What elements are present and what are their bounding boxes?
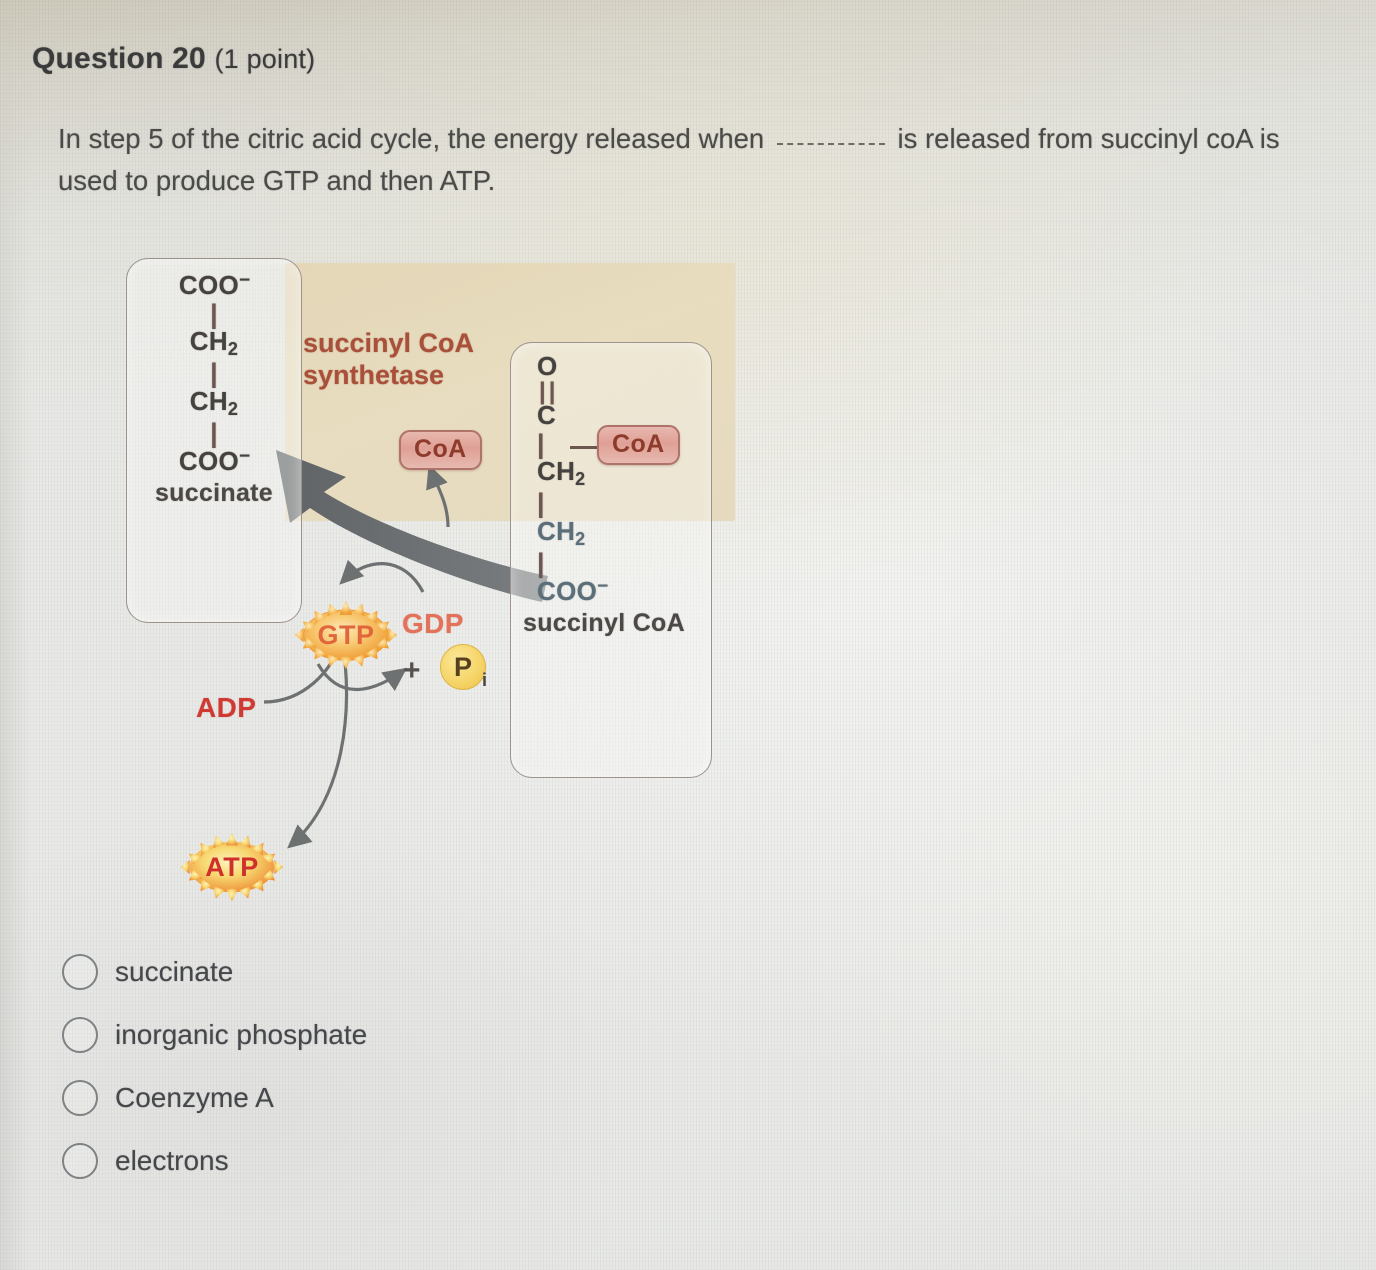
bond-line: |: [537, 547, 545, 578]
succinate-ch2-1: CH2: [189, 326, 239, 359]
succinyl-coa-molecule-box: O || C | CH2 | CH2 | COO− succinyl CoA: [510, 342, 712, 778]
succinate-ch2-2: CH2: [189, 385, 239, 419]
phosphate-label: P: [453, 651, 472, 682]
bond-line: |: [537, 488, 545, 519]
answer-option-label[interactable]: Coenzyme A: [115, 1081, 274, 1113]
question-number: Question 20: [32, 42, 206, 75]
answer-option-inorganic-phosphate[interactable]: inorganic phosphate: [62, 1003, 762, 1066]
enzyme-name-line1: succinyl CoA: [303, 328, 475, 358]
succinate-name-label: succinate: [154, 478, 274, 507]
succinyl-coa-structure: O || C | CH2 | CH2 | COO− succinyl CoA: [511, 343, 711, 636]
succinate-coo-bottom: COO−: [178, 446, 250, 477]
starburst-shape-icon: [180, 832, 284, 902]
question-heading: Question 20 (1 point): [32, 42, 315, 76]
bond-line: |: [210, 417, 218, 448]
bond-line: |: [537, 428, 545, 459]
phosphate-subscript-label: i: [482, 670, 488, 690]
starburst-shape-icon: [294, 600, 398, 670]
radio-button-inorganic-phosphate[interactable]: [62, 1016, 98, 1053]
succinyl-coa-coo: COO−: [537, 576, 608, 607]
succinyl-coa-oxygen: O: [537, 351, 558, 381]
answer-option-coenzyme-a[interactable]: Coenzyme A: [62, 1066, 762, 1129]
succinate-structure: COO− | CH2 | CH2 | COO− succinate: [127, 259, 301, 506]
atp-label: ATP: [205, 851, 259, 882]
adp-label: ADP: [196, 692, 257, 723]
question-text-before-blank: In step 5 of the citric acid cycle, the …: [58, 123, 765, 154]
succinate-molecule-box: COO− | CH2 | CH2 | COO− succinate: [126, 258, 302, 623]
answer-option-label[interactable]: electrons: [115, 1144, 229, 1176]
answer-option-label[interactable]: inorganic phosphate: [115, 1018, 368, 1050]
radio-button-coenzyme-a[interactable]: [62, 1079, 98, 1116]
plus-sign-label: +: [403, 654, 421, 687]
answer-blank: [776, 143, 885, 145]
answer-option-electrons[interactable]: electrons: [62, 1129, 762, 1192]
bound-coa-pill: CoA: [597, 425, 680, 465]
enzyme-name-line2: synthetase: [303, 359, 445, 390]
succinyl-coa-carbonyl-c: C: [537, 400, 557, 431]
bond-line: |: [210, 298, 218, 329]
question-text-after-blank: is released from succinyl coA is used to…: [58, 123, 1280, 196]
answer-options-list: succinate inorganic phosphate Coenzyme A…: [62, 940, 762, 1192]
succinate-coo-top: COO−: [178, 270, 250, 300]
inorganic-phosphate-circle: P: [440, 644, 486, 690]
radio-button-succinate[interactable]: [62, 953, 98, 990]
gtp-label: GTP: [317, 619, 375, 650]
bond-line: |: [210, 358, 218, 389]
question-points: (1 point): [214, 44, 316, 74]
thioester-bond-line: [570, 446, 598, 449]
gdp-label: GDP: [402, 608, 464, 639]
succinyl-coa-ch2-1: CH2: [537, 456, 586, 490]
gtp-burst: GTP: [292, 600, 400, 670]
answer-option-succinate[interactable]: succinate: [62, 940, 762, 1003]
radio-button-electrons[interactable]: [62, 1142, 98, 1179]
enzyme-name-label: succinyl CoA synthetase: [303, 328, 528, 391]
free-coa-pill: CoA: [399, 430, 482, 470]
answer-option-label[interactable]: succinate: [115, 955, 234, 987]
citric-acid-cycle-step5-figure: COO− | CH2 | CH2 | COO− succinate succin…: [118, 240, 758, 902]
double-bond-line: ||: [539, 377, 559, 405]
succinyl-coa-ch2-2: CH2: [537, 515, 586, 549]
succinyl-coa-name-label: succinyl CoA: [523, 608, 685, 637]
question-text: In step 5 of the citric acid cycle, the …: [58, 118, 1288, 202]
atp-burst: ATP: [178, 832, 286, 902]
